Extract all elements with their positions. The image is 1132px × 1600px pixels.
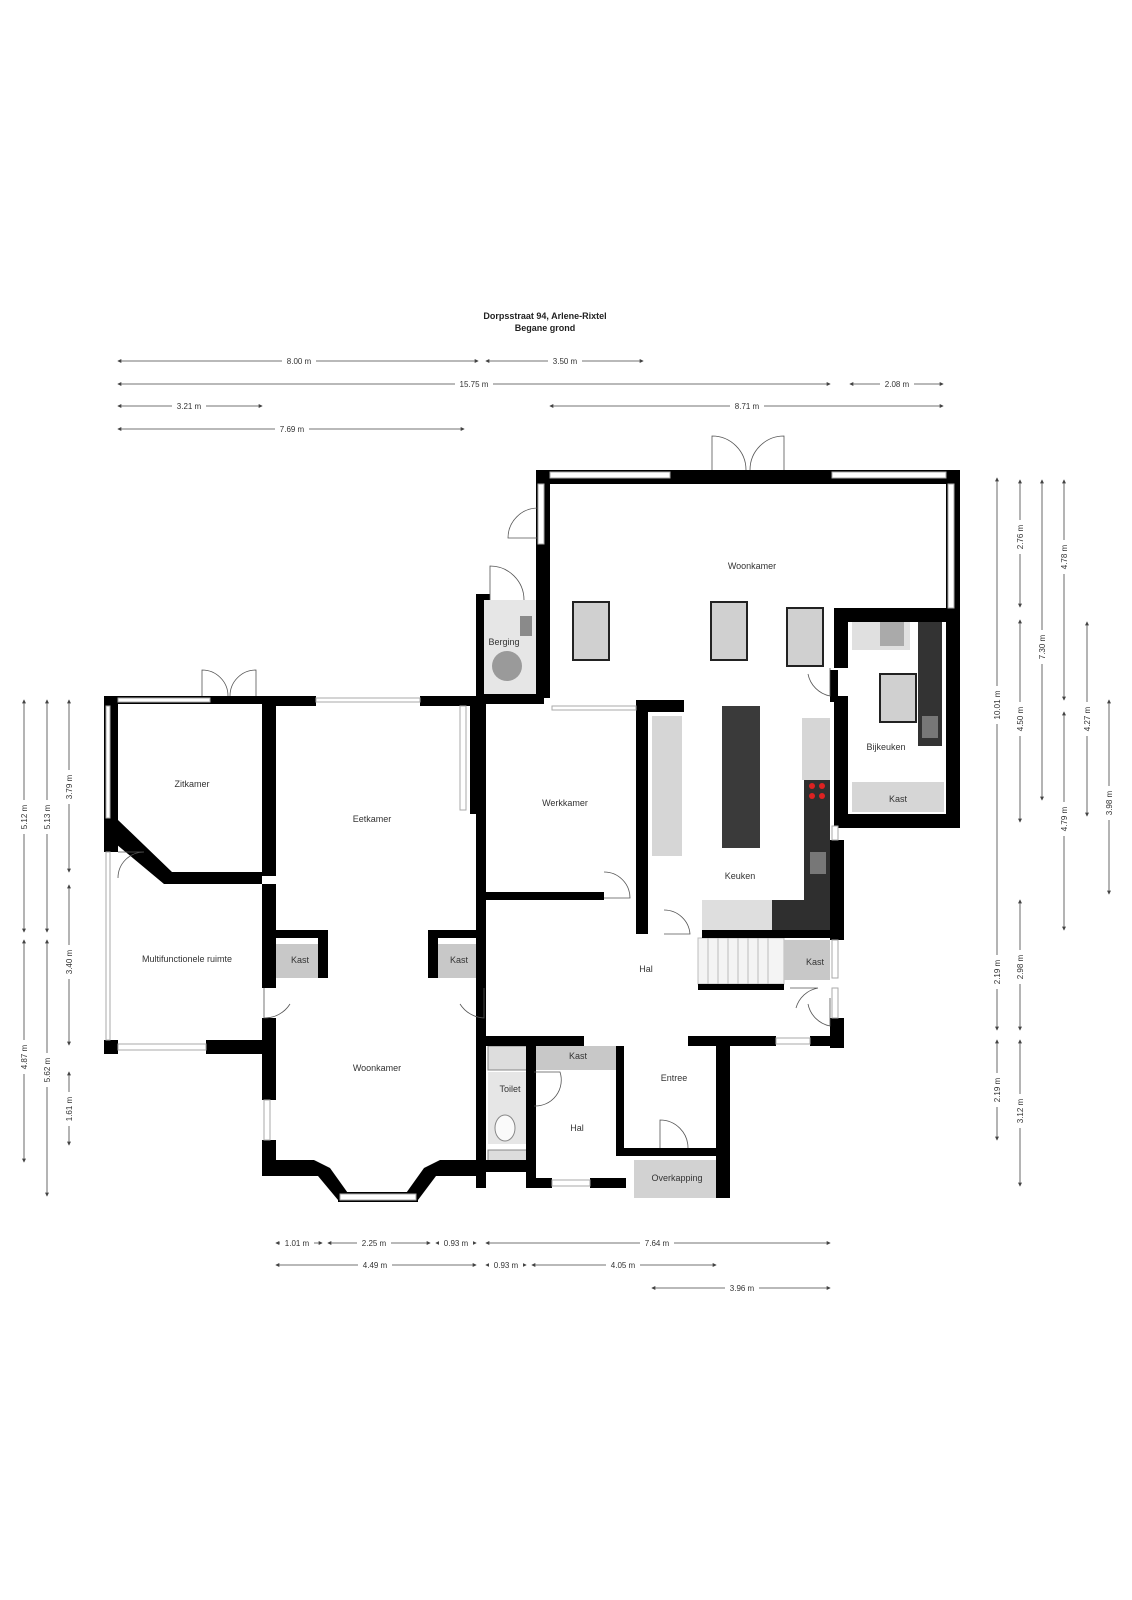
dim-label: 0.93 m: [494, 1261, 519, 1270]
room-labels: Woonkamer Berging Zitkamer Eetkamer Werk…: [142, 561, 908, 1183]
dim-label: 2.98 m: [1016, 954, 1025, 979]
dim-label: 2.25 m: [362, 1239, 387, 1248]
dim-label: 3.98 m: [1105, 790, 1114, 815]
dim-label: 3.21 m: [177, 402, 202, 411]
room-kast-bijkeuken: Kast: [889, 794, 908, 804]
room-kast-mid: Kast: [450, 955, 469, 965]
room-woonkamer-front: Woonkamer: [353, 1063, 401, 1073]
room-toilet: Toilet: [499, 1084, 521, 1094]
room-berging: Berging: [488, 637, 519, 647]
bottom-dimensions: 1.01 m 2.25 m 0.93 m 7.64 m 4.49 m 0.93 …: [275, 1237, 831, 1294]
dim-label: 4.78 m: [1060, 544, 1069, 569]
dim-label: 4.50 m: [1016, 706, 1025, 731]
dim-label: 5.62 m: [43, 1057, 52, 1082]
left-dimensions: 5.12 m 5.13 m 3.79 m 3.40 m 4.87 m 5.62 …: [17, 699, 76, 1197]
dim-label: 1.01 m: [285, 1239, 310, 1248]
dim-label: 4.87 m: [20, 1044, 29, 1069]
dim-label: 4.05 m: [611, 1261, 636, 1270]
room-multifunctionele-ruimte: Multifunctionele ruimte: [142, 954, 232, 964]
room-overkapping: Overkapping: [651, 1173, 702, 1183]
plan-floor-name: Begane grond: [515, 323, 576, 333]
dim-label: 3.12 m: [1016, 1098, 1025, 1123]
dim-label: 2.76 m: [1016, 524, 1025, 549]
room-entree: Entree: [661, 1073, 688, 1083]
room-bijkeuken: Bijkeuken: [866, 742, 905, 752]
dim-label: 5.12 m: [20, 804, 29, 829]
windows: [105, 471, 955, 1201]
dim-label: 7.69 m: [280, 425, 305, 434]
top-dimensions: 8.00 m 3.50 m 15.75 m 2.08 m 3.21 m 8.71…: [117, 355, 944, 435]
room-kast-hall: Kast: [569, 1051, 588, 1061]
dim-label: 2.08 m: [885, 380, 910, 389]
dim-label: 4.27 m: [1083, 706, 1092, 731]
room-woonkamer-back: Woonkamer: [728, 561, 776, 571]
right-dimensions: 2.76 m 4.78 m 7.30 m 10.01 m 4.50 m 4.27…: [990, 477, 1116, 1187]
room-eetkamer: Eetkamer: [353, 814, 392, 824]
dim-label: 4.79 m: [1060, 806, 1069, 831]
dim-label: 3.40 m: [65, 949, 74, 974]
room-keuken: Keuken: [725, 871, 756, 881]
room-kast-left: Kast: [291, 955, 310, 965]
dim-label: 3.96 m: [730, 1284, 755, 1293]
dim-label: 3.79 m: [65, 774, 74, 799]
dim-label: 3.50 m: [553, 357, 578, 366]
dim-label: 15.75 m: [460, 380, 489, 389]
dim-label: 10.01 m: [993, 690, 1002, 719]
dim-label: 8.00 m: [287, 357, 312, 366]
room-hal-main: Hal: [639, 964, 653, 974]
dim-label: 7.64 m: [645, 1239, 670, 1248]
doors: [117, 435, 831, 1149]
room-kast-stairs: Kast: [806, 957, 825, 967]
furniture: [276, 600, 944, 1198]
dim-label: 4.49 m: [363, 1261, 388, 1270]
dim-label: 2.19 m: [993, 1077, 1002, 1102]
dim-label: 5.13 m: [43, 804, 52, 829]
room-werkkamer: Werkkamer: [542, 798, 588, 808]
dim-label: 0.93 m: [444, 1239, 469, 1248]
plan-address: Dorpsstraat 94, Arlene-Rixtel: [483, 311, 606, 321]
dim-label: 1.61 m: [65, 1096, 74, 1121]
room-zitkamer: Zitkamer: [174, 779, 209, 789]
room-hal-small: Hal: [570, 1123, 584, 1133]
dim-label: 7.30 m: [1038, 634, 1047, 659]
dim-label: 2.19 m: [993, 959, 1002, 984]
dim-label: 8.71 m: [735, 402, 760, 411]
